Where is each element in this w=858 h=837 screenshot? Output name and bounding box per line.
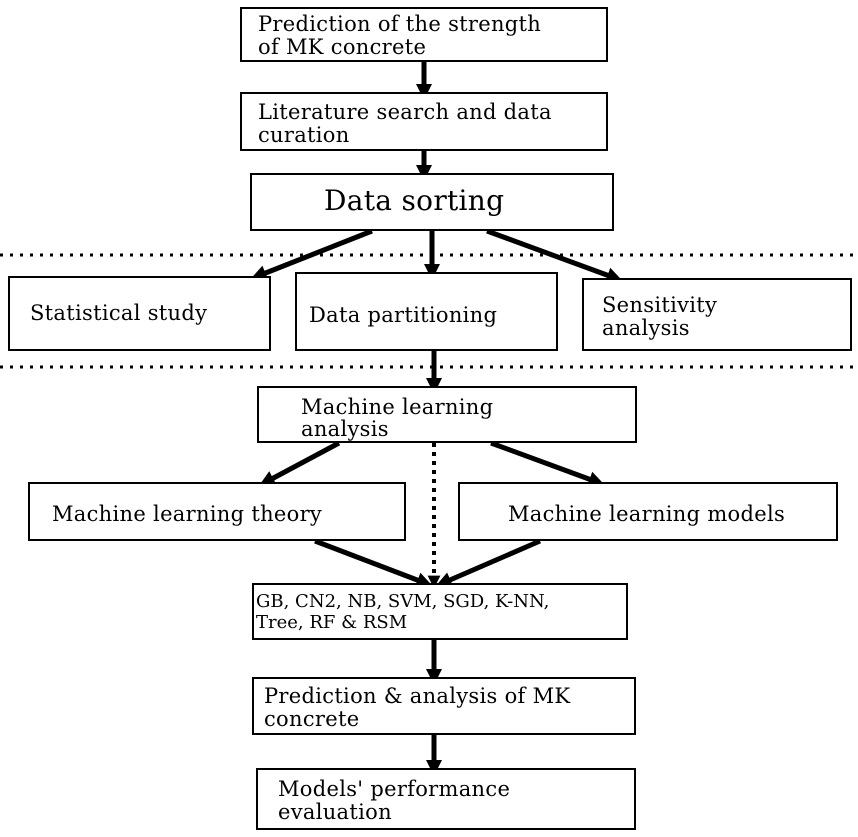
step-ml-theory-label: Machine learning theory bbox=[52, 502, 323, 526]
step-algorithms: GB, CN2, NB, SVM, SGD, K-NN, Tree, RF & … bbox=[252, 583, 628, 640]
step-ml-theory: Machine learning theory bbox=[28, 482, 406, 541]
step-sensitivity-line1: Sensitivity bbox=[602, 293, 718, 317]
step-sensitivity: Sensitivity analysis bbox=[582, 278, 852, 351]
step-partitioning: Data partitioning bbox=[295, 272, 558, 351]
step-algorithms-line2: Tree, RF & RSM bbox=[256, 612, 408, 633]
arrow-sorting-to-statistical bbox=[250, 228, 373, 281]
step-evaluation-line1: Models' performance bbox=[278, 777, 511, 801]
step-prediction-analysis-line2: concrete bbox=[264, 707, 360, 731]
step-prediction-goal-line2: of MK concrete bbox=[258, 35, 427, 59]
step-ml-analysis-line2: analysis bbox=[301, 417, 389, 441]
arrow-ml-analysis-to-theory bbox=[258, 440, 341, 486]
step-prediction-analysis: Prediction & analysis of MK concrete bbox=[252, 677, 636, 735]
step-sensitivity-line2: analysis bbox=[602, 316, 690, 340]
step-statistical: Statistical study bbox=[8, 276, 271, 351]
step-prediction-goal: Prediction of the strength of MK concret… bbox=[240, 7, 608, 62]
step-literature-line2: curation bbox=[258, 123, 350, 147]
step-prediction-goal-line1: Prediction of the strength bbox=[258, 12, 542, 36]
step-evaluation-line2: evaluation bbox=[278, 800, 392, 824]
arrow-ml-analysis-to-models bbox=[490, 440, 605, 487]
step-ml-models-label: Machine learning models bbox=[508, 502, 786, 526]
step-ml-models: Machine learning models bbox=[458, 482, 838, 541]
step-evaluation: Models' performance evaluation bbox=[256, 768, 636, 830]
step-algorithms-line1: GB, CN2, NB, SVM, SGD, K-NN, bbox=[256, 591, 550, 612]
step-sorting-label: Data sorting bbox=[324, 184, 505, 217]
step-ml-analysis-line1: Machine learning bbox=[301, 395, 494, 419]
step-statistical-label: Statistical study bbox=[30, 301, 208, 325]
step-literature: Literature search and data curation bbox=[240, 92, 608, 151]
step-prediction-analysis-line1: Prediction & analysis of MK bbox=[264, 684, 571, 708]
step-ml-analysis: Machine learning analysis bbox=[257, 386, 637, 443]
step-partitioning-label: Data partitioning bbox=[309, 303, 498, 327]
arrow-sorting-to-sensitivity bbox=[486, 228, 623, 283]
step-sorting: Data sorting bbox=[250, 173, 614, 231]
arrow-models-to-algorithms bbox=[435, 538, 541, 588]
arrow-theory-to-algorithms bbox=[314, 538, 433, 588]
step-literature-line1: Literature search and data bbox=[258, 100, 552, 124]
